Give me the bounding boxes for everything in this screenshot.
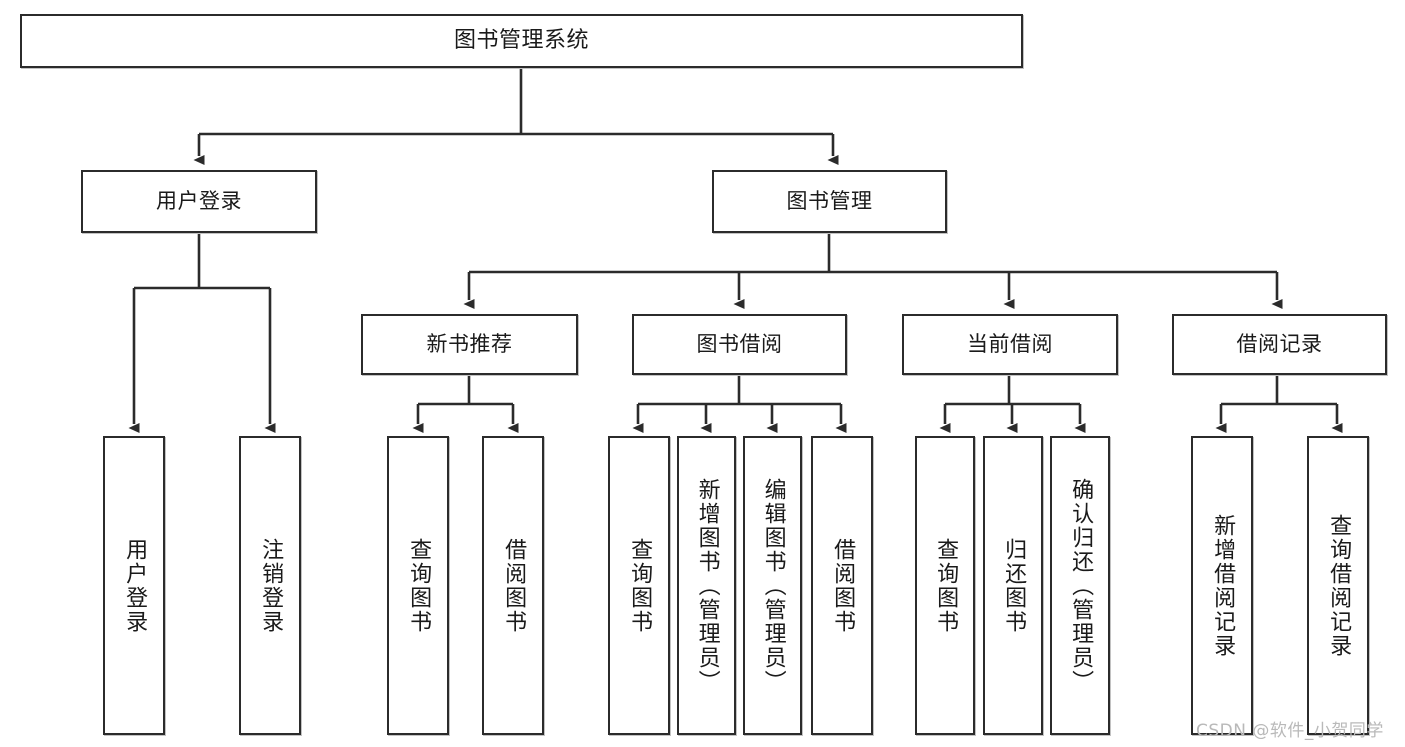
leaf-user-login[interactable]: 用户登录	[103, 436, 165, 735]
leaf-edit-book-admin[interactable]: 编辑图书（管理员）	[743, 436, 802, 735]
node-label: 图书管理系统	[453, 28, 589, 54]
node-root-system[interactable]: 图书管理系统	[20, 14, 1023, 68]
node-label: 查询图书	[933, 537, 959, 634]
node-book-management[interactable]: 图书管理	[712, 170, 947, 233]
node-user-login[interactable]: 用户登录	[81, 170, 317, 233]
leaf-query-book-current[interactable]: 查询图书	[915, 436, 975, 735]
node-label: 用户登录	[122, 537, 148, 634]
leaf-logout[interactable]: 注销登录	[239, 436, 301, 735]
node-label: 编辑图书（管理员）	[760, 477, 786, 694]
node-label: 归还图书	[1001, 537, 1027, 634]
node-book-borrow[interactable]: 图书借阅	[632, 314, 847, 375]
leaf-borrow-book[interactable]: 借阅图书	[811, 436, 873, 735]
leaf-add-borrow-record[interactable]: 新增借阅记录	[1191, 436, 1253, 735]
leaf-borrow-book-recommend[interactable]: 借阅图书	[482, 436, 544, 735]
leaf-query-borrow-record[interactable]: 查询借阅记录	[1307, 436, 1369, 735]
leaf-query-book-recommend[interactable]: 查询图书	[387, 436, 449, 735]
node-label: 借阅图书	[501, 537, 527, 634]
node-label: 借阅图书	[830, 537, 856, 634]
node-new-book-recommend[interactable]: 新书推荐	[361, 314, 578, 375]
node-label: 图书管理	[786, 189, 873, 214]
node-label: 查询借阅记录	[1326, 513, 1352, 658]
leaf-query-book-borrow[interactable]: 查询图书	[608, 436, 670, 735]
node-label: 借阅记录	[1236, 332, 1323, 357]
node-label: 查询图书	[406, 537, 432, 634]
node-label: 注销登录	[258, 537, 284, 634]
leaf-add-book-admin[interactable]: 新增图书（管理员）	[677, 436, 736, 735]
leaf-return-book[interactable]: 归还图书	[983, 436, 1043, 735]
watermark-text: CSDN @软件_小贺同学	[1196, 721, 1384, 741]
node-label: 新增图书（管理员）	[694, 477, 720, 694]
node-label: 用户登录	[156, 189, 242, 214]
node-label: 新增借阅记录	[1210, 513, 1236, 658]
node-label: 当前借阅	[967, 332, 1053, 357]
node-current-borrow[interactable]: 当前借阅	[902, 314, 1118, 375]
node-label: 图书借阅	[696, 332, 783, 357]
node-label: 确认归还（管理员）	[1068, 477, 1094, 694]
node-borrow-record[interactable]: 借阅记录	[1172, 314, 1387, 375]
node-label: 查询图书	[627, 537, 653, 634]
node-label: 新书推荐	[426, 332, 513, 357]
leaf-confirm-return-admin[interactable]: 确认归还（管理员）	[1050, 436, 1110, 735]
